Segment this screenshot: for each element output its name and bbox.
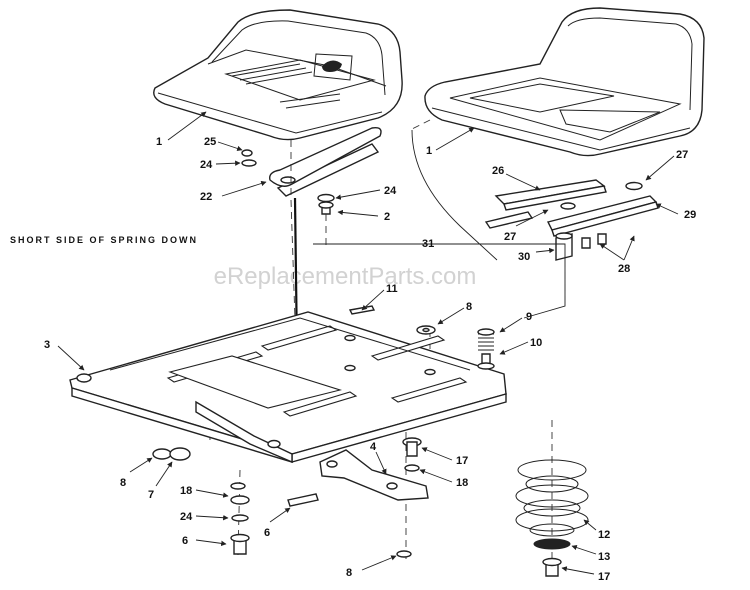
callout-label: 24 [200,159,213,171]
callout-label: 4 [370,441,377,453]
callout-label: 29 [684,209,696,221]
callout-label: 30 [518,251,530,263]
left-seat [153,9,403,141]
disc-13 [533,538,571,550]
callout-label: 18 [456,477,468,489]
coil-spring-12 [515,459,589,550]
callout-label: 12 [598,529,610,541]
callout-label: 9 [526,311,532,323]
seat-spring-bracket [241,126,382,215]
nut-8 [152,448,172,460]
callout-label: 26 [492,165,504,177]
callout-label: 1 [156,136,162,148]
lower-fasteners [152,437,562,577]
callout-label: 31 [422,238,434,250]
washer-24-b [317,193,335,203]
callout-label: 3 [44,339,50,351]
callout-label: 6 [264,527,270,539]
callout-label: 24 [180,511,193,523]
callout-label: 18 [180,485,192,497]
callout-label: 7 [148,489,154,501]
callout-label: 2 [384,211,390,223]
logo-icon [322,60,342,72]
callout-label: 10 [530,337,542,349]
callout-label: 1 [426,145,432,157]
base-plate [69,305,507,464]
spring-orientation-note: SHORT SIDE OF SPRING DOWN [10,235,198,245]
knob-7 [169,447,191,461]
bracket-4 [319,449,429,501]
leader-lines [57,111,679,575]
callout-label: 11 [386,283,398,295]
callout-label: 25 [204,136,216,148]
callout-label: 6 [182,535,188,547]
washer-24 [241,159,257,167]
callout-label: 17 [598,571,610,583]
callout-label: 24 [384,185,397,197]
nut-25 [241,149,253,157]
callout-label: 8 [346,567,352,579]
spring-and-bumper [477,328,495,370]
right-seat [424,7,705,157]
callout-label: 28 [618,263,630,275]
callout-label: 27 [504,231,516,243]
bolt-6 [287,493,319,507]
watermark-text: eReplacementParts.com [214,263,477,290]
callout-label: 13 [598,551,610,563]
callout-label: 27 [676,149,688,161]
callout-label: 8 [120,477,126,489]
callout-numbers: 1 25 24 22 24 2 1 26 27 27 29 31 30 28 1… [44,136,696,583]
callout-label: 17 [456,455,468,467]
callout-label: 22 [200,191,212,203]
callout-label: 8 [466,301,472,313]
seat-track-rails [484,179,659,261]
